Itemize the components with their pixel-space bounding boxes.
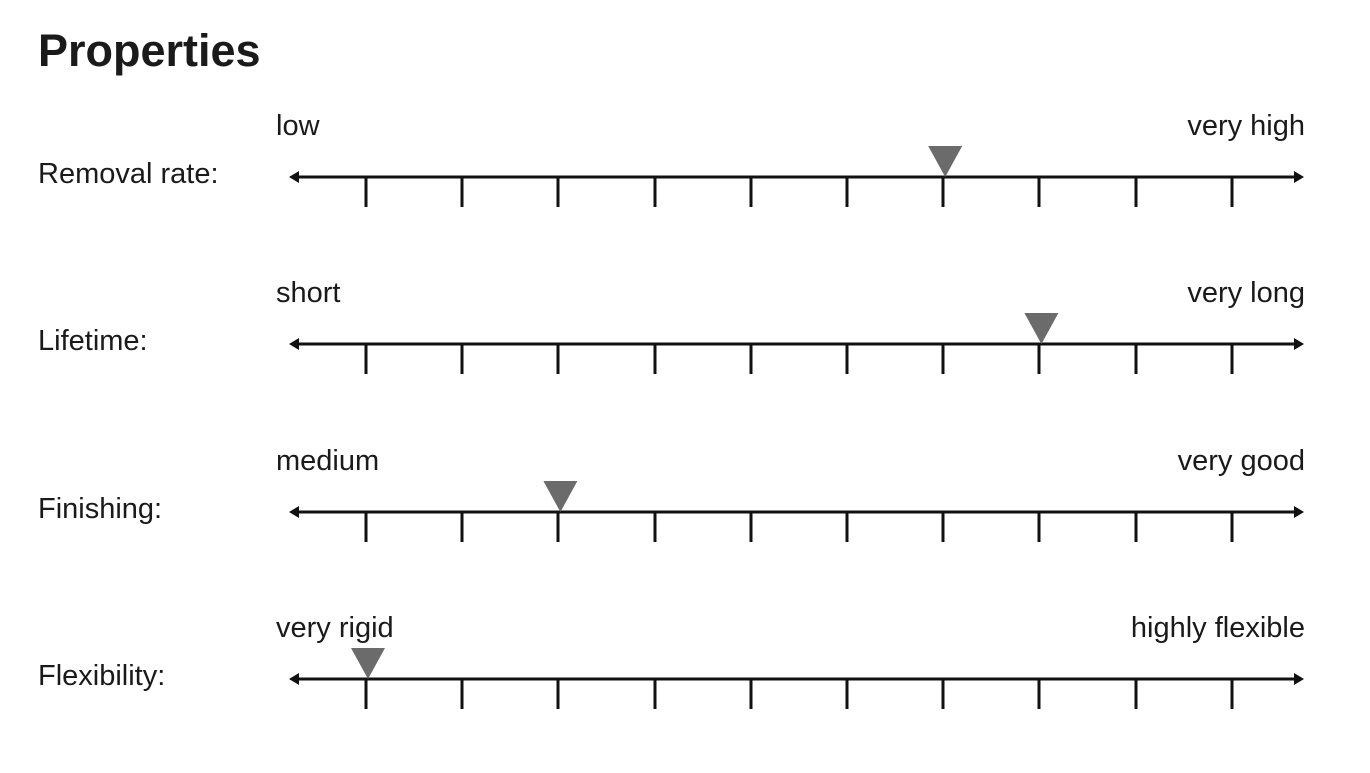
property-label: Flexibility: xyxy=(38,660,166,692)
arrow-left-icon xyxy=(289,673,299,685)
scale-low-label: medium xyxy=(276,445,380,477)
scale-low-label: short xyxy=(276,277,341,309)
property-row-finishing: Finishing: medium very good xyxy=(0,447,1370,577)
property-row-removal-rate: Removal rate: low very high xyxy=(0,112,1370,242)
level-marker-icon xyxy=(1024,313,1059,344)
property-label: Finishing: xyxy=(38,493,163,525)
property-label: Lifetime: xyxy=(38,325,148,357)
level-marker-icon xyxy=(543,481,578,512)
page-title: Properties xyxy=(38,25,261,76)
property-row-lifetime: Lifetime: short very long xyxy=(0,279,1370,409)
arrow-left-icon xyxy=(289,338,299,350)
scale-high-label: very good xyxy=(1177,445,1305,477)
level-marker-icon xyxy=(351,648,385,679)
rating-scale xyxy=(289,648,1304,709)
rating-scale xyxy=(289,146,1304,207)
scale-high-label: very long xyxy=(1187,277,1305,309)
arrow-left-icon xyxy=(289,171,299,183)
scale-high-label: very high xyxy=(1187,110,1305,142)
scale-low-label: low xyxy=(276,110,320,142)
property-row-flexibility: Flexibility: very rigid highly flexible xyxy=(0,614,1370,744)
property-label: Removal rate: xyxy=(38,158,219,190)
rating-scale xyxy=(289,313,1304,374)
arrow-right-icon xyxy=(1294,171,1304,183)
arrow-right-icon xyxy=(1294,338,1304,350)
level-marker-icon xyxy=(928,146,963,177)
scale-low-label: very rigid xyxy=(276,612,394,644)
arrow-left-icon xyxy=(289,506,299,518)
rating-scale xyxy=(289,481,1304,542)
arrow-right-icon xyxy=(1294,673,1304,685)
scale-high-label: highly flexible xyxy=(1130,612,1305,644)
arrow-right-icon xyxy=(1294,506,1304,518)
